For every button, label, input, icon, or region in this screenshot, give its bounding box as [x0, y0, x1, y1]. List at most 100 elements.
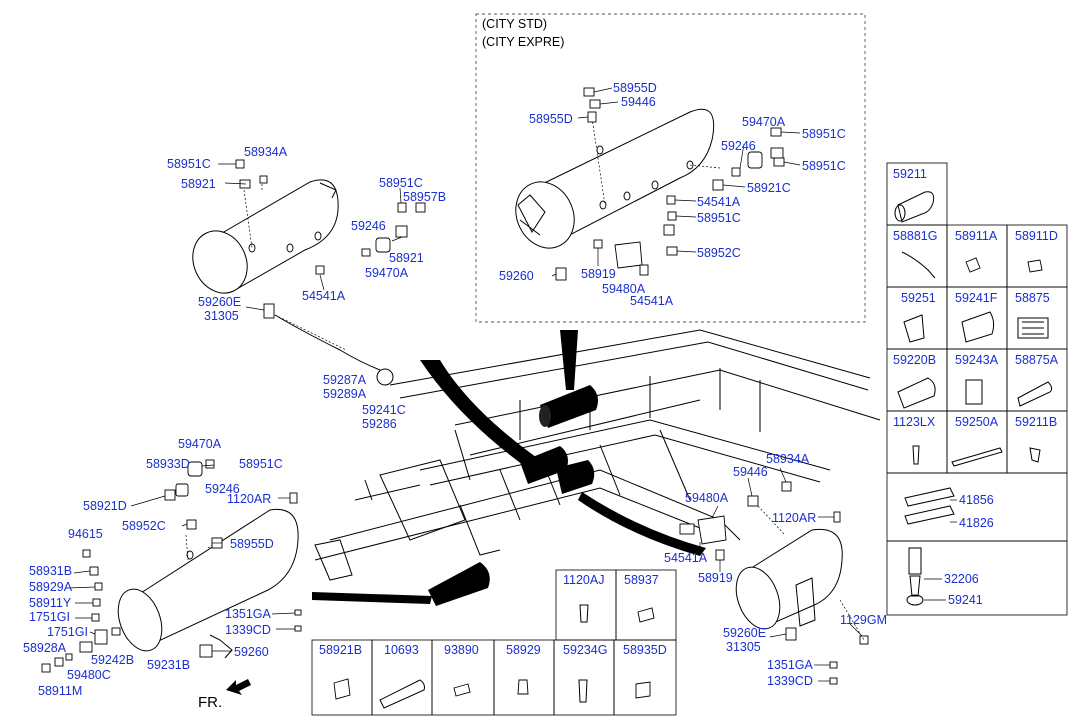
callout-58951C: 58951C [697, 211, 741, 225]
callout-41826: 41826 [959, 516, 994, 530]
tank-icon [961, 311, 995, 343]
callout-59260E: 59260E [198, 295, 241, 309]
callout-41856: 41856 [959, 493, 994, 507]
callout-31305: 31305 [726, 640, 761, 654]
table-cell-code: 59250A [955, 415, 999, 429]
elbow-icon [637, 607, 655, 623]
callout-58919: 58919 [698, 571, 733, 585]
chassis-frame [312, 329, 881, 606]
callout-1129GM: 1129GM [840, 613, 887, 627]
callout-58934A: 58934A [766, 452, 810, 466]
table-cell-code: 93890 [444, 643, 479, 657]
table-cell-code: 58921B [319, 643, 362, 657]
callout-58952C: 58952C [122, 519, 166, 533]
callout-58931B: 58931B [29, 564, 72, 578]
callout-58919: 58919 [581, 267, 616, 281]
table-cell-code: 59211 [893, 167, 927, 181]
callout-54541A: 54541A [302, 289, 346, 303]
callout-59246: 59246 [351, 219, 386, 233]
callout-59231B: 59231B [147, 658, 190, 672]
callout-58921C: 58921C [747, 181, 791, 195]
bracket-icon [904, 505, 955, 525]
front-arrow-icon [226, 679, 251, 695]
valve-icon [517, 679, 529, 695]
lower-right-tank-group [679, 467, 869, 685]
bolt-icon [578, 679, 588, 703]
top-left-tank-group [192, 159, 426, 386]
callout-58955D: 58955D [613, 81, 657, 95]
hose-icon [901, 251, 936, 279]
callout-1120AR: 1120AR [227, 492, 271, 506]
callout-58952C: 58952C [697, 246, 741, 260]
callout-58951C: 58951C [802, 159, 846, 173]
table-cell-code: 1123LX [893, 415, 936, 429]
callout-59260E: 59260E [723, 626, 766, 640]
lower-left-tank-group [41, 459, 302, 673]
table-cell-code: 59234G [563, 643, 607, 657]
fitting-icon [965, 257, 981, 273]
callout-58955D: 58955D [230, 537, 274, 551]
callout-32206: 32206 [944, 572, 979, 586]
callout-58921: 58921 [181, 177, 216, 191]
callout-58929A: 58929A [29, 580, 73, 594]
callout-59260: 59260 [234, 645, 269, 659]
callout-54541A: 54541A [664, 551, 708, 565]
callout-58933D: 58933D [146, 457, 190, 471]
callout-1751GI: 1751GI [29, 610, 70, 624]
callout-59480C: 59480C [67, 668, 111, 682]
callout-1120AR: 1120AR [772, 511, 816, 525]
inset-leaders [551, 87, 801, 277]
bracket-icon [904, 487, 955, 507]
frame-tank-mid [520, 446, 595, 494]
callout-58921: 58921 [389, 251, 424, 265]
strap-icon [951, 447, 1003, 467]
callout-58921D: 58921D [83, 499, 127, 513]
table-cell-code: 10693 [384, 643, 419, 657]
callout-59446: 59446 [621, 95, 656, 109]
callout-58928A: 58928A [23, 641, 67, 655]
callout-58957B: 58957B [403, 190, 446, 204]
frame-tank-lower [428, 562, 490, 606]
bolt-icon [912, 445, 920, 465]
fitting-icon [1027, 259, 1043, 273]
table-cell-code: 59220B [893, 353, 936, 367]
table-cell-code: 1120AJ [563, 573, 604, 587]
callout-59242B: 59242B [91, 653, 134, 667]
callout-59286: 59286 [362, 417, 397, 431]
callout-94615: 94615 [68, 527, 103, 541]
callout-59246: 59246 [205, 482, 240, 496]
table-cell-code: 59241F [955, 291, 998, 305]
pointer-band-left [420, 360, 540, 470]
table-cell-code: 58937 [624, 573, 659, 587]
table-cell-code: 59211B [1015, 415, 1057, 429]
tube-icon [379, 679, 425, 709]
callout-59241: 59241 [948, 593, 983, 607]
drain-valve-icon [908, 547, 922, 575]
callout-58934A: 58934A [244, 145, 288, 159]
callout-58911M: 58911M [38, 684, 82, 698]
callout-59287A: 59287A [323, 373, 367, 387]
pointer-band-bottom [312, 592, 432, 604]
callout-59246: 59246 [721, 139, 756, 153]
switch-icon [453, 683, 471, 697]
table-cell-code: 58911A [955, 229, 998, 243]
pointer-band-right [578, 492, 706, 556]
connector-icon [635, 681, 651, 699]
callout-1339CD: 1339CD [225, 623, 271, 637]
coil-icon [1017, 317, 1049, 339]
callout-54541A: 54541A [697, 195, 741, 209]
callout-59470A: 59470A [365, 266, 409, 280]
table-cell-code: 58875 [1015, 291, 1050, 305]
table-cell-code: 58935D [623, 643, 667, 657]
tank-icon [897, 377, 936, 409]
table-cell-code: 58881G [893, 229, 937, 243]
inset-fittings [555, 87, 785, 281]
front-label: FR. [198, 694, 222, 711]
callout-58911Y: 58911Y [29, 596, 72, 610]
clip-icon [1029, 447, 1041, 463]
right-parts-table: 59211 58881G 58911A 58911D 59251 59241F … [886, 162, 1068, 616]
bolt-icon [579, 604, 589, 623]
table-cell-code: 58875A [1015, 353, 1059, 367]
pad-icon [965, 379, 983, 405]
callout-54541A: 54541A [630, 294, 674, 308]
